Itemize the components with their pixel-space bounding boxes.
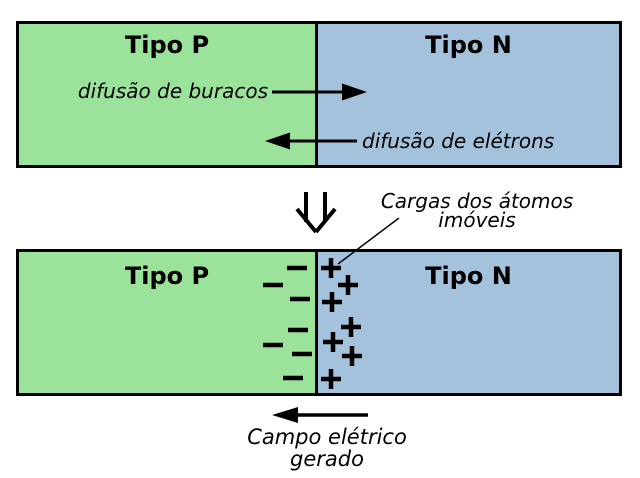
electric-field-caption-line1: Campo elétrico	[247, 425, 407, 449]
field-arrow-icon	[272, 407, 368, 423]
bottom-p-region	[19, 252, 315, 393]
immobile-charges-caption-line2: imóveis	[438, 208, 516, 232]
top-junction-line	[315, 24, 318, 165]
immobile-charges-caption-line1: Cargas dos átomos	[380, 189, 574, 213]
top-p-region-label: Tipo P	[124, 31, 210, 59]
down-double-arrow-icon	[295, 192, 337, 234]
bottom-n-region	[318, 252, 619, 393]
immobile-charges-caption: Cargas dos átomos imóveis	[377, 189, 577, 232]
top-n-region	[318, 24, 619, 165]
bottom-p-region-label: Tipo P	[124, 262, 210, 290]
top-n-region-label: Tipo N	[425, 31, 512, 59]
electric-field-caption: Campo elétrico gerado	[227, 426, 427, 470]
bottom-n-region-label: Tipo N	[425, 262, 512, 290]
holes-diffusion-label: difusão de buracos	[77, 79, 268, 103]
electrons-diffusion-label: difusão de elétrons	[362, 129, 555, 153]
bottom-junction-line	[315, 252, 318, 393]
electric-field-caption-line2: gerado	[290, 447, 364, 471]
bottom-junction-rect	[16, 249, 622, 396]
